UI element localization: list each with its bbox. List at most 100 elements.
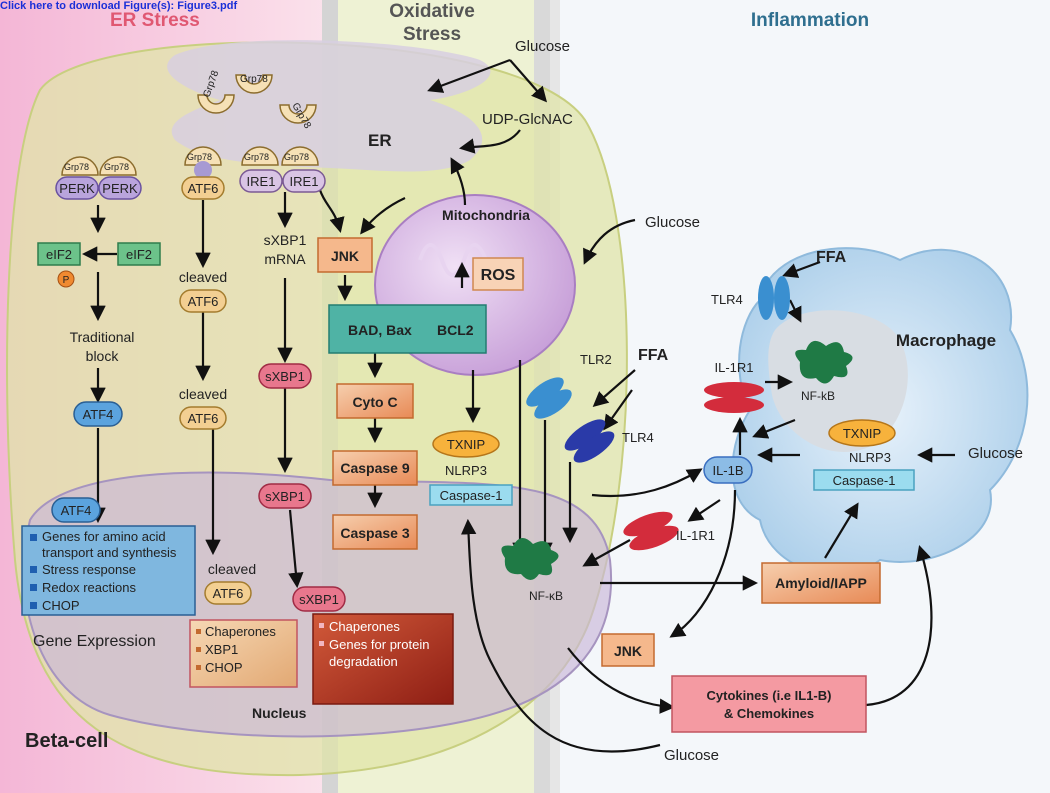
il1b-label: IL-1B xyxy=(712,463,743,478)
atf4-nuclear-label: ATF4 xyxy=(61,503,92,518)
grp78-label-6: Grp78 xyxy=(187,152,212,162)
atf6-nuclear-pill xyxy=(204,581,252,605)
sxbp1-gene-3: degradation xyxy=(329,654,398,669)
cleaved-label-3: cleaved xyxy=(208,561,256,577)
txnip-mac xyxy=(828,419,896,447)
sxbp1-bullet-1 xyxy=(319,623,324,628)
tlr4-mac-label: TLR4 xyxy=(711,292,743,307)
atf6-nuclear-label: ATF6 xyxy=(213,586,244,601)
atf4-nuclear-pill xyxy=(51,497,101,523)
eif2-label: eIF2 xyxy=(126,247,152,262)
txnip-beta-label: TXNIP xyxy=(447,437,485,452)
ros-label: ROS xyxy=(481,267,516,284)
txnip-mac-label: TXNIP xyxy=(843,426,881,441)
caspase9-label: Caspase 9 xyxy=(340,460,409,476)
er-organelle xyxy=(167,40,491,172)
eif2-p-label: eIF2 xyxy=(46,247,72,262)
atf6-gene-3: CHOP xyxy=(205,660,243,675)
caspase1-mac-label: Caspase-1 xyxy=(833,473,896,488)
atf4-gene-3: Stress response xyxy=(42,562,136,577)
ros-box xyxy=(472,257,524,291)
download-link[interactable]: Click here to download Figure(s): Figure… xyxy=(0,0,237,12)
sxbp1-label-2: sXBP1 xyxy=(265,489,305,504)
atf6-bullet-3 xyxy=(196,665,201,670)
nfkb-mac-label: NF-kB xyxy=(801,389,835,403)
eif2-p-box xyxy=(37,242,81,266)
atf4-gene-5: CHOP xyxy=(42,598,80,613)
ffa-beta-label: FFA xyxy=(638,347,669,364)
glucose-mac-label: Glucose xyxy=(968,445,1023,462)
sxbp1-mrna-1: sXBP1 xyxy=(264,232,307,248)
jnk-beta-label: JNK xyxy=(331,248,359,264)
cytokines-box xyxy=(671,675,867,733)
udp-glcnac-label: UDP-GlcNAC xyxy=(482,111,573,128)
glucose-mito-label: Glucose xyxy=(645,214,700,231)
jnk-inflam-label: JNK xyxy=(614,643,642,659)
perk-label-2: PERK xyxy=(102,181,138,196)
cyto-c-box xyxy=(336,383,414,419)
il1r1-mac-label: IL-1R1 xyxy=(714,360,753,375)
atf4-bullet-4 xyxy=(30,602,37,609)
atf4-gene-4: Redox reactions xyxy=(42,580,136,595)
caspase3-box xyxy=(332,514,418,550)
grp78-label-4: Grp78 xyxy=(64,162,89,172)
sxbp1-gene-1: Chaperones xyxy=(329,619,400,634)
grp78-chaperones xyxy=(61,74,319,179)
jnk-beta-box xyxy=(317,237,373,273)
grp78-label-7: Grp78 xyxy=(244,152,269,162)
sxbp1-pill-2 xyxy=(258,483,312,509)
sxbp1-bullet-2 xyxy=(319,641,324,646)
sxbp1-pill-3 xyxy=(292,586,346,612)
atf4-genes-box xyxy=(21,525,196,616)
tlr-receptors xyxy=(526,276,790,463)
caspase3-label: Caspase 3 xyxy=(340,525,409,541)
caspase1-beta-label: Caspase-1 xyxy=(440,488,503,503)
macrophage-nucleus xyxy=(768,310,908,452)
atf4-bullet-3 xyxy=(30,584,37,591)
sxbp1-pill-1 xyxy=(258,363,312,389)
phospho-label: P xyxy=(63,275,70,286)
atf4-gene-2: transport and synthesis xyxy=(42,545,177,560)
ffa-mac-label: FFA xyxy=(816,249,847,266)
atf6-genes-box xyxy=(189,619,298,688)
cyto-c-label: Cyto C xyxy=(352,394,397,410)
nlrp3-beta-label: NLRP3 xyxy=(445,463,487,478)
nfkb-beta-shape xyxy=(501,537,559,580)
nfkb-beta-label: NF-κB xyxy=(529,589,563,603)
jnk-inflam-box xyxy=(601,633,655,667)
gene-expression-label: Gene Expression xyxy=(33,633,156,650)
atf6-sensor-label: ATF6 xyxy=(188,181,219,196)
il1b-pill xyxy=(703,456,753,484)
cleaved-label-1: cleaved xyxy=(179,269,227,285)
nucleus-label: Nucleus xyxy=(252,705,307,721)
atf4-gene-1: Genes for amino acid xyxy=(42,529,166,544)
bad-bax-bcl2-box xyxy=(328,304,487,354)
ire1-label-2: IRE1 xyxy=(290,174,319,189)
grp78-label-8: Grp78 xyxy=(284,152,309,162)
il1r1-beta-label: IL-1R1 xyxy=(676,528,715,543)
phospho-badge xyxy=(57,270,75,288)
nfkb-mac-shape xyxy=(795,340,853,384)
eif2-box xyxy=(117,242,161,266)
grp78-label-5: Grp78 xyxy=(104,162,129,172)
atf4-label: ATF4 xyxy=(83,407,114,422)
oxidative-title-1: Oxidative xyxy=(389,1,475,22)
traditional-block-2: block xyxy=(86,348,120,364)
oxidative-title-2: Stress xyxy=(403,24,461,45)
atf6-cleaved-pill-1 xyxy=(179,289,227,313)
atf4-bullet-1 xyxy=(30,534,37,541)
atf4-pill xyxy=(73,401,123,427)
bad-bax-label: BAD, Bax xyxy=(348,322,412,338)
mitochondria-label: Mitochondria xyxy=(442,207,530,223)
er-label: ER xyxy=(368,131,392,150)
tlr2-label: TLR2 xyxy=(580,352,612,367)
sxbp1-label-1: sXBP1 xyxy=(265,369,305,384)
caspase1-mac-box xyxy=(813,469,915,491)
atf6-bullet-2 xyxy=(196,647,201,652)
atf6-gene-1: Chaperones xyxy=(205,624,276,639)
er-sensors xyxy=(55,169,326,200)
inflammation-title: Inflammation xyxy=(751,10,869,31)
ire1-label-1: IRE1 xyxy=(247,174,276,189)
glucose-bottom-label: Glucose xyxy=(664,747,719,764)
